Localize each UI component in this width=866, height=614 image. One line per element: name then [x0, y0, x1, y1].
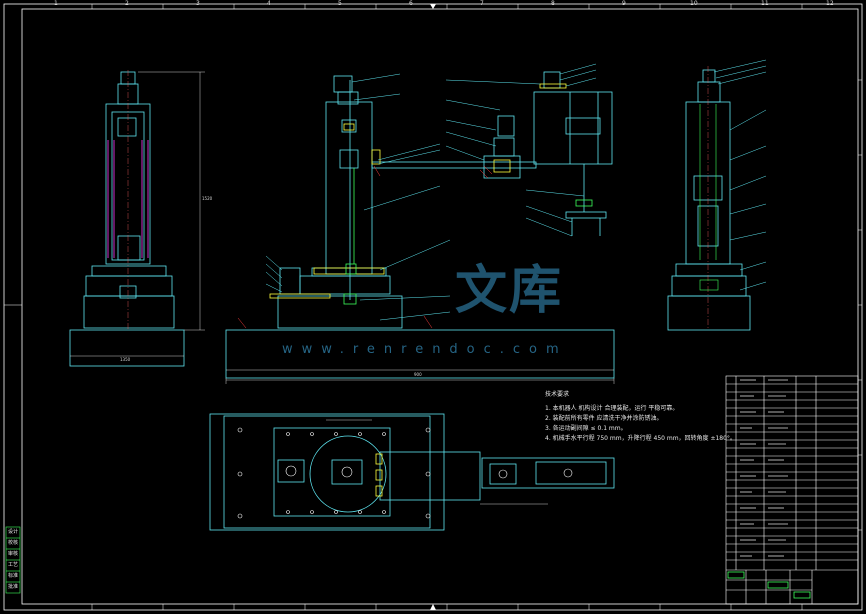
revision-table — [5, 526, 21, 594]
dimension-text: 900 — [414, 372, 422, 377]
right-side-view — [667, 66, 751, 331]
revision-label: 校核 — [7, 540, 18, 546]
zone-number: 3 — [196, 0, 200, 7]
right-side-leaders — [713, 59, 767, 291]
revision-label: 工艺 — [7, 562, 18, 568]
zone-number: 12 — [826, 0, 834, 7]
watermark-url: www.renrendoc.com — [282, 342, 568, 357]
left-side-view — [69, 70, 185, 367]
zone-number: 11 — [761, 0, 769, 7]
zone-number: 4 — [267, 0, 271, 7]
drawing-frame — [3, 3, 863, 611]
technical-note-item: 1. 本机器人 机构设计 合理装配，运行 平稳可靠。 — [545, 405, 679, 412]
left-side-hidden-lines — [107, 140, 149, 258]
watermark-logo: 文库 — [455, 261, 564, 321]
front-leader-lines — [265, 63, 597, 321]
front-green-features — [343, 168, 593, 305]
zone-ticks — [4, 4, 862, 610]
zone-number: 8 — [551, 0, 555, 7]
revision-label: 设计 — [7, 529, 18, 535]
top-view-yellow — [375, 453, 383, 497]
front-section-hatch — [237, 165, 493, 329]
front-hatched-parts — [269, 83, 567, 299]
technical-notes: 技术要求 1. 本机器人 机构设计 合理装配，运行 平稳可靠。 2. 装配前所有… — [545, 390, 736, 444]
title-block-green — [727, 571, 811, 599]
front-dim-lines — [225, 369, 615, 384]
front-view — [225, 71, 615, 379]
zone-number: 1 — [54, 0, 58, 7]
revision-table-labels: 设计 校核 审核 工艺 标准 批准 — [6, 527, 20, 593]
centering-marks — [430, 4, 436, 610]
technical-note-item: 2. 装配前所有零件 应清洗干净并涂防锈油。 — [545, 415, 663, 422]
dimension-text: 1520 — [202, 196, 213, 201]
parts-list — [725, 375, 859, 605]
zone-number: 7 — [480, 0, 484, 7]
technical-note-item: 3. 各运动副间隙 ≤ 0.1 mm。 — [545, 425, 627, 432]
top-view — [209, 413, 615, 531]
zone-number: 6 — [409, 0, 413, 7]
right-side-green — [699, 104, 719, 291]
revision-label: 标准 — [7, 573, 18, 579]
technical-note-item: 4. 机械手水平行程 750 mm，升降行程 450 mm，回转角度 ±180°… — [545, 435, 736, 442]
parts-list-text-marks — [740, 379, 788, 557]
revision-label: 审核 — [7, 551, 18, 557]
left-side-dim-lines — [70, 71, 205, 357]
zone-number: 5 — [338, 0, 342, 7]
zone-number: 2 — [125, 0, 129, 7]
zone-number: 9 — [622, 0, 626, 7]
technical-notes-heading: 技术要求 — [545, 391, 570, 398]
top-view-dims — [326, 419, 548, 505]
revision-label: 批准 — [7, 584, 18, 590]
top-view-holes — [237, 427, 573, 519]
zone-number: 10 — [690, 0, 698, 7]
dimension-text: 1350 — [120, 357, 131, 362]
